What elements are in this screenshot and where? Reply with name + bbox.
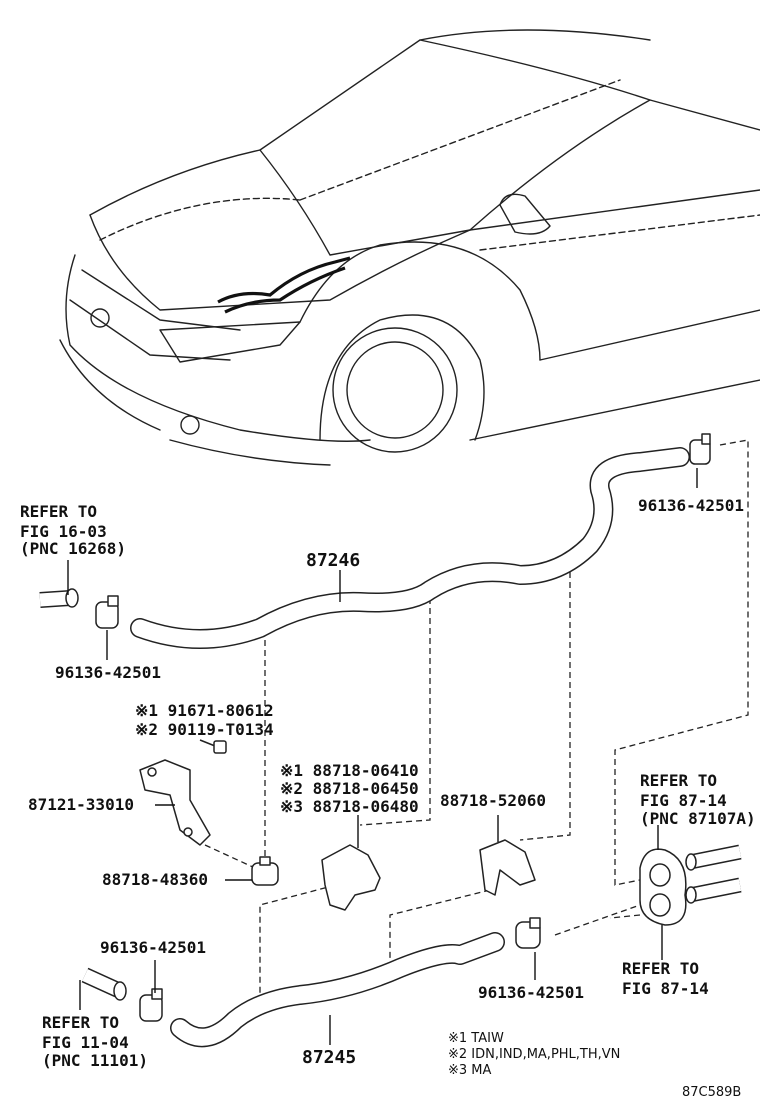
- refer-87-bottom-line2: FIG 87-14: [622, 979, 709, 998]
- refer-87-bottom-line1: REFER TO: [622, 959, 699, 978]
- refer-11-line3: (PNC 11101): [42, 1051, 148, 1070]
- hose-lower-label: 87245: [302, 1047, 356, 1068]
- hose-87246: [130, 447, 690, 649]
- clamp-lower-right-label: 96136-42501: [478, 983, 584, 1002]
- pipe-right-upper: [685, 844, 742, 871]
- refer-16-line2: FIG 16-03: [20, 522, 107, 541]
- clamp-upper-right-label: 96136-42501: [638, 496, 744, 515]
- refer-11-line2: FIG 11-04: [42, 1033, 129, 1052]
- clamp-small-icon: [251, 856, 279, 886]
- clamp-upper-left-icon: [95, 595, 119, 629]
- clamp-upper-left-label: 96136-42501: [55, 663, 161, 682]
- clamp-mid-note-1: ※1 88718-06410: [280, 761, 419, 780]
- clamp-small-label: 88718-48360: [102, 870, 208, 889]
- refer-87-top-line1: REFER TO: [640, 771, 717, 790]
- clamp-mid-note-3: ※3 88718-06480: [280, 797, 419, 816]
- pipe-left-lower: [81, 967, 127, 1001]
- pipe-right-lower: [685, 877, 742, 904]
- dashed-leaders: [204, 439, 749, 1000]
- refer-11-line1: REFER TO: [42, 1013, 119, 1032]
- bolt-icon: [199, 739, 227, 754]
- clamp-upper-right-icon: [689, 433, 711, 465]
- legend-note-1: ※1 TAIW: [448, 1031, 504, 1046]
- clamp-right-icon: [479, 839, 536, 896]
- clamp-right-label: 88718-52060: [440, 791, 546, 810]
- leader-lines: [67, 468, 698, 1045]
- legend-note-2: ※2 IDN,IND,MA,PHL,TH,VN: [448, 1047, 620, 1062]
- pipe-left-upper: [39, 588, 79, 608]
- hose-upper-label: 87246: [306, 550, 360, 571]
- refer-87-top-line3: (PNC 87107A): [640, 809, 756, 828]
- car-illustration: [59, 29, 760, 466]
- refer-16-line3: (PNC 16268): [20, 539, 126, 558]
- grommet-icon: [639, 848, 687, 926]
- clamp-lower-right-icon: [515, 917, 541, 949]
- figure-code: 87C589B: [682, 1085, 741, 1100]
- clamp-mid-icon: [321, 844, 381, 911]
- bolt-note-1: ※1 91671-80612: [135, 701, 274, 720]
- refer-87-top-line2: FIG 87-14: [640, 791, 727, 810]
- clamp-lower-left-icon: [139, 988, 163, 1022]
- clamp-lower-left-label: 96136-42501: [100, 938, 206, 957]
- legend-note-3: ※3 MA: [448, 1063, 492, 1078]
- clamp-mid-note-2: ※2 88718-06450: [280, 779, 419, 798]
- bracket-icon: [139, 759, 211, 846]
- bolt-note-2: ※2 90119-T0134: [135, 720, 274, 739]
- bracket-label: 87121-33010: [28, 795, 134, 814]
- hose-87245: [170, 932, 505, 1048]
- refer-16-line1: REFER TO: [20, 502, 97, 521]
